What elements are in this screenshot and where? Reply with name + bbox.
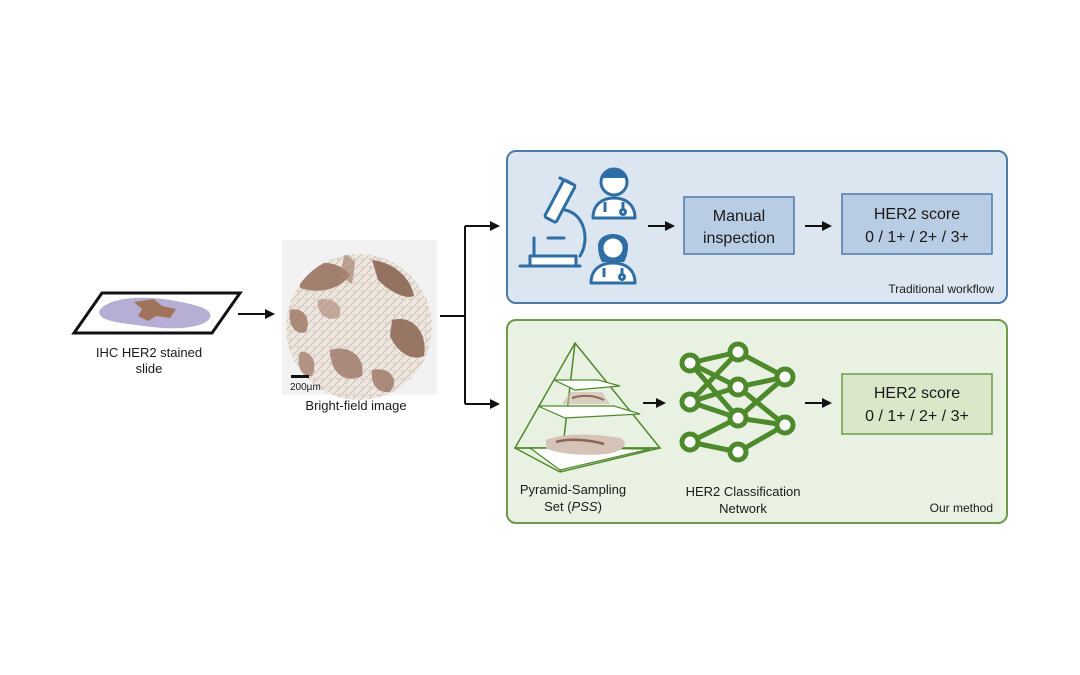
score-box-traditional (841, 193, 993, 255)
method-caption: Our method (930, 501, 993, 515)
neural-network-icon (679, 341, 796, 463)
doctor-icon-female (589, 234, 637, 285)
manual-label-line1: Manual (713, 208, 765, 225)
microscope-icon (518, 176, 587, 268)
traditional-caption: Traditional workflow (888, 282, 994, 296)
doctor-icon-male (591, 167, 637, 220)
bright-field-image (282, 240, 437, 400)
manual-inspection-box (683, 196, 795, 255)
network-label-line1: HER2 Classification (686, 484, 801, 499)
pss-label-line1: Pyramid-Sampling (520, 482, 626, 497)
score-values-method: 0 / 1+ / 2+ / 3+ (865, 408, 969, 425)
scale-bar-label: 200µm (290, 382, 321, 393)
network-label-line2: Network (719, 501, 767, 516)
pss-label-line2: Set (PSS) (544, 499, 602, 514)
slide-label-line2: slide (136, 361, 163, 376)
score-box-method (841, 373, 993, 435)
pyramid-sampling-icon (513, 341, 662, 473)
manual-label-line2: inspection (703, 230, 775, 247)
image-label: Bright-field image (305, 398, 406, 413)
score-title-method: HER2 score (874, 385, 960, 402)
score-values-traditional: 0 / 1+ / 2+ / 3+ (865, 229, 969, 246)
score-title-traditional: HER2 score (874, 206, 960, 223)
fork-connector (440, 221, 500, 409)
slide-icon (71, 291, 243, 335)
slide-label-line1: IHC HER2 stained (96, 345, 202, 360)
